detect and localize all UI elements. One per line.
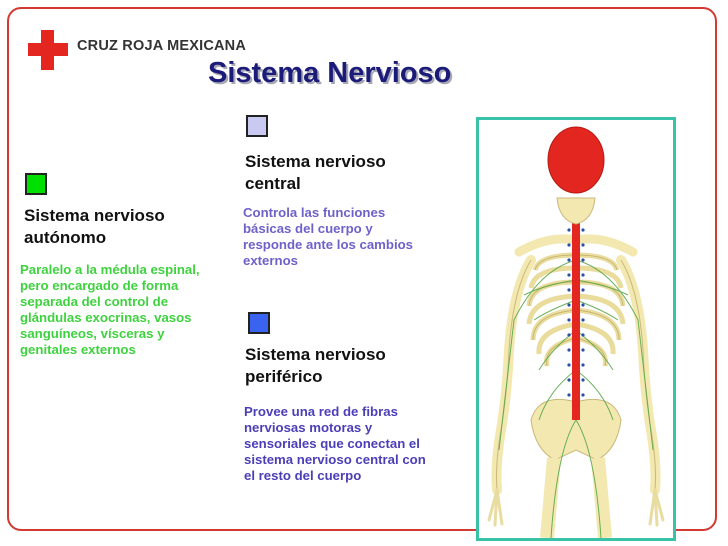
skeleton-nervous-system-icon — [487, 126, 665, 538]
autonomo-heading: Sistema nervioso autónomo — [24, 206, 165, 247]
slide-frame — [7, 7, 717, 531]
autonomo-description: Paralelo a la médula espinal, pero encar… — [20, 262, 200, 357]
organization-name: CRUZ ROJA MEXICANA — [77, 38, 247, 54]
slide-title: Sistema Nervioso — [208, 57, 452, 89]
anatomy-illustration — [476, 117, 676, 541]
periferico-heading: Sistema nervioso periférico — [245, 345, 386, 386]
central-description: Controla las funciones básicas del cuerp… — [243, 205, 414, 268]
central-swatch — [246, 115, 268, 137]
periferico-description: Provee una red de fibras nerviosas motor… — [244, 404, 426, 483]
periferico-swatch — [248, 312, 270, 334]
autonomo-swatch — [25, 173, 47, 195]
central-heading: Sistema nervioso central — [245, 152, 386, 193]
red-cross-logo — [28, 30, 68, 70]
